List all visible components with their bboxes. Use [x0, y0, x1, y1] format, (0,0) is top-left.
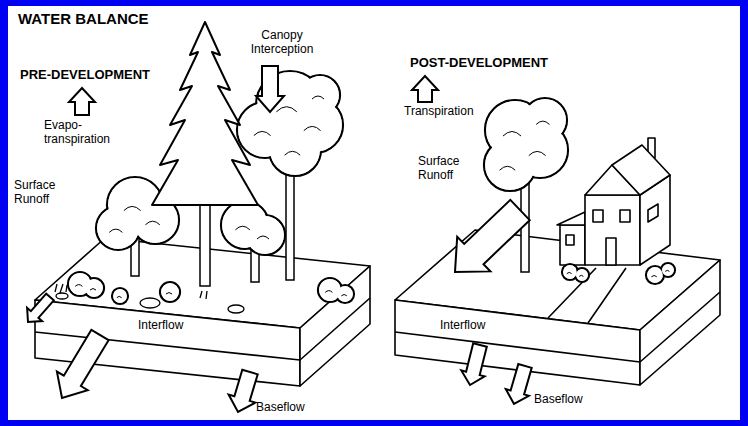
- block-arrow: [256, 66, 284, 112]
- block-arrow: [229, 370, 258, 412]
- diagram-title: WATER BALANCE: [18, 10, 149, 28]
- conifer-tree: [152, 22, 258, 205]
- block-arrow: [455, 200, 530, 272]
- flow-label: PRE-DEVELOPMENT: [20, 68, 150, 82]
- block-arrow: [506, 364, 532, 404]
- flow-label: Surface Runoff: [14, 178, 70, 206]
- conifer-trunk: [200, 200, 210, 286]
- flow-arrows: [27, 66, 532, 412]
- flow-label: Baseflow: [534, 392, 583, 406]
- shrubs: [68, 272, 354, 304]
- flow-label: Evapo- transpiration: [44, 118, 124, 146]
- flow-label: POST-DEVELOPMENT: [410, 56, 548, 70]
- block-arrow: [69, 88, 95, 115]
- shrubs: [562, 263, 675, 284]
- flow-label: Baseflow: [256, 400, 305, 414]
- deciduous-tree: [484, 98, 568, 191]
- block-arrow: [57, 330, 109, 398]
- flow-label: Transpiration: [404, 104, 474, 118]
- flow-label: Interflow: [440, 318, 485, 332]
- flow-label: Interflow: [138, 318, 183, 332]
- block-arrow: [412, 76, 438, 102]
- block-arrow: [27, 294, 54, 322]
- deciduous-tree: [237, 71, 343, 176]
- deciduous-tree: [221, 201, 285, 255]
- block-arrow: [461, 343, 487, 385]
- flow-label: Surface Runoff: [418, 154, 474, 182]
- flow-label: Canopy Interception: [238, 28, 326, 56]
- house: [548, 138, 670, 323]
